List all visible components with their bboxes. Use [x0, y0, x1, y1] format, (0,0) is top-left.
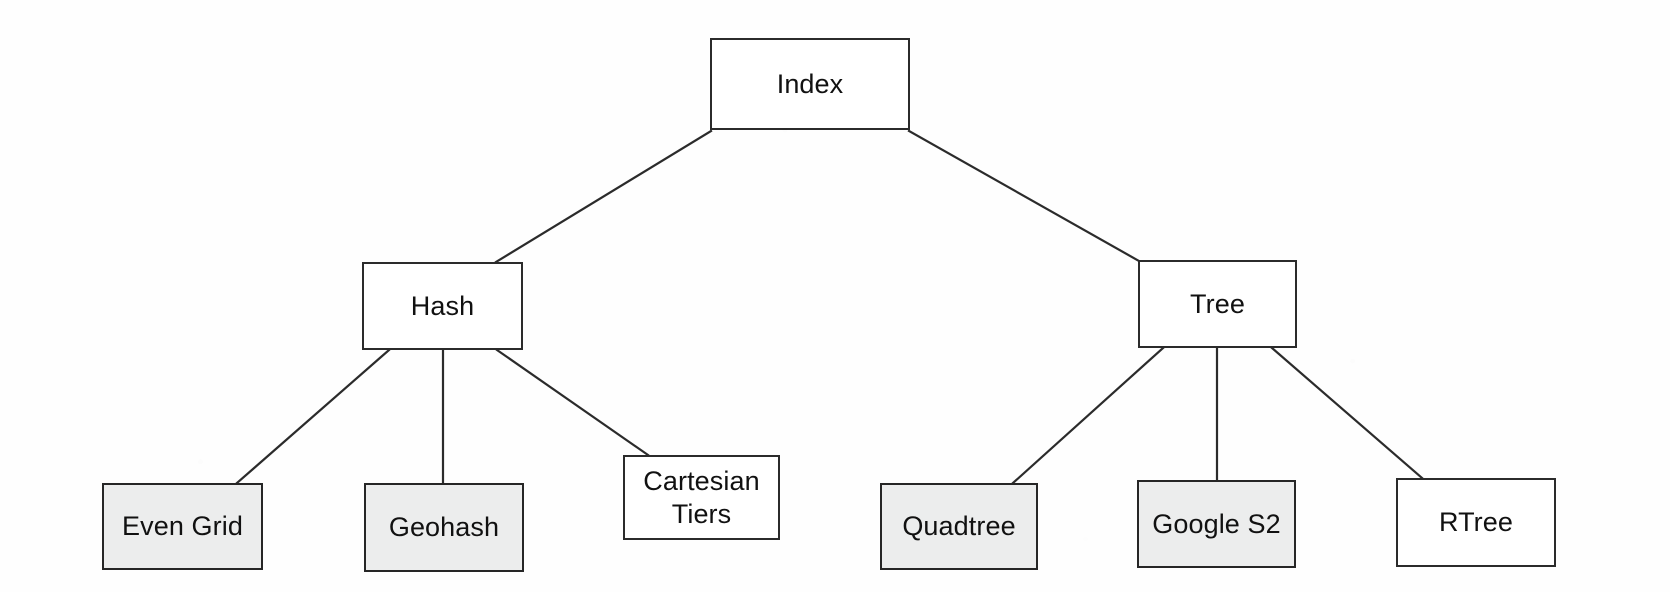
node-label-quadtree: Quadtree [902, 511, 1016, 542]
node-google-s2[interactable]: Google S2 [1137, 480, 1296, 568]
node-tree[interactable]: Tree [1138, 260, 1297, 348]
node-label-google-s2: Google S2 [1152, 508, 1281, 539]
node-label-cartesian-tiers: Cartesian Tiers [643, 465, 760, 529]
edge-hash-to-cartesian-tiers [495, 348, 650, 457]
node-label-hash: Hash [410, 290, 475, 321]
node-hash[interactable]: Hash [362, 262, 523, 350]
node-index[interactable]: Index [710, 38, 910, 130]
node-label-even-grid: Even Grid [122, 511, 243, 542]
edge-tree-to-rtree [1270, 346, 1424, 480]
node-rtree[interactable]: RTree [1396, 478, 1556, 567]
node-quadtree[interactable]: Quadtree [880, 483, 1038, 570]
edge-index-to-tree [907, 129, 1141, 263]
node-label-rtree: RTree [1438, 507, 1514, 538]
edge-hash-to-even-grid [235, 348, 391, 485]
node-label-tree: Tree [1190, 288, 1245, 319]
node-geohash[interactable]: Geohash [364, 483, 524, 572]
edge-index-to-hash [494, 129, 713, 264]
edge-tree-to-quadtree [1011, 346, 1165, 485]
node-label-geohash: Geohash [388, 512, 500, 543]
node-even-grid[interactable]: Even Grid [102, 483, 263, 570]
node-cartesian-tiers[interactable]: Cartesian Tiers [623, 455, 780, 540]
node-label-index: Index [776, 68, 844, 99]
